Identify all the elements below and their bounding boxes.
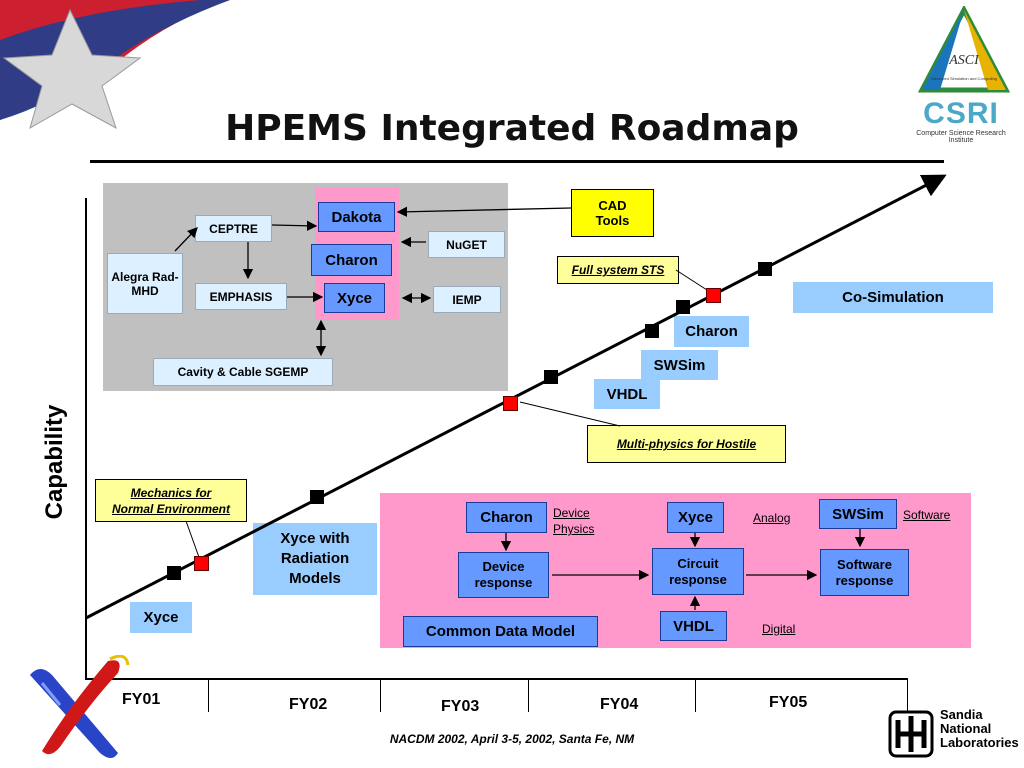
cad-tools-box: CAD Tools bbox=[571, 189, 654, 237]
fy-label: FY01 bbox=[122, 691, 161, 708]
iemp-box: IEMP bbox=[433, 286, 501, 313]
mechanics-text: Mechanics for Normal Environment bbox=[111, 485, 231, 516]
common-data-model-box: Common Data Model bbox=[403, 616, 598, 647]
year-divider bbox=[528, 680, 529, 712]
title-rule bbox=[90, 160, 944, 163]
year-divider bbox=[907, 680, 908, 712]
fy-label: FY04 bbox=[600, 696, 639, 713]
year-divider bbox=[380, 680, 381, 712]
full-system-callout: Full system STS bbox=[557, 256, 679, 284]
software-label: Software bbox=[903, 508, 951, 522]
milestone-marker bbox=[645, 324, 659, 338]
bp-charon-box: Charon bbox=[466, 502, 547, 533]
xyce-box: Xyce bbox=[324, 283, 385, 313]
milestone-marker-red bbox=[503, 396, 518, 411]
charon-box: Charon bbox=[311, 244, 392, 276]
mechanics-callout: Mechanics for Normal Environment bbox=[95, 479, 247, 522]
emphasis-box: EMPHASIS bbox=[195, 283, 287, 310]
y-axis-label: Capability bbox=[41, 404, 68, 520]
nuget-box: NuGET bbox=[428, 231, 505, 258]
milestone-marker-red bbox=[706, 288, 721, 303]
milestone-marker bbox=[167, 566, 181, 580]
device-response-box: Device response bbox=[458, 552, 549, 598]
co-simulation-box: Co-Simulation bbox=[793, 282, 993, 313]
multiphysics-callout: Multi-physics for Hostile bbox=[587, 425, 786, 463]
digital-label: Digital bbox=[762, 622, 796, 636]
milestone-marker bbox=[544, 370, 558, 384]
full-system-text: Full system STS bbox=[571, 263, 665, 277]
year-divider bbox=[695, 680, 696, 712]
x-logo bbox=[30, 655, 130, 758]
xyce-radiation-milestone: Xyce with Radiation Models bbox=[253, 523, 377, 595]
analog-label: Analog bbox=[753, 511, 791, 525]
alegra-box: Alegra Rad-MHD bbox=[107, 253, 183, 314]
circuit-response-box: Circuit response bbox=[652, 548, 744, 595]
multiphysics-text: Multi-physics for Hostile bbox=[616, 437, 757, 451]
dakota-box: Dakota bbox=[318, 202, 395, 232]
x-axis bbox=[85, 678, 908, 680]
milestone-marker bbox=[310, 490, 324, 504]
milestone-marker-red bbox=[194, 556, 209, 571]
csri-logo: CSRI Computer Science Research Institute bbox=[906, 97, 1016, 145]
footer-text: NACDM 2002, April 3-5, 2002, Santa Fe, N… bbox=[389, 732, 635, 746]
sandia-logo: Sandia National Laboratories bbox=[888, 707, 1019, 760]
swsim-milestone: SWSim bbox=[641, 350, 718, 380]
asci-logo-caption: Advanced Simulation and Computing bbox=[931, 76, 997, 81]
star-swoosh-logo bbox=[0, 0, 230, 130]
bp-swsim-box: SWSim bbox=[819, 499, 897, 529]
sandia-text: Sandia National Laboratories bbox=[940, 707, 1019, 750]
csri-caption: Computer Science Research Institute bbox=[916, 130, 1006, 144]
year-divider bbox=[208, 680, 209, 712]
milestone-marker bbox=[758, 262, 772, 276]
asci-logo: ASCI Advanced Simulation and Computing bbox=[918, 6, 1010, 93]
cavity-box: Cavity & Cable SGEMP bbox=[153, 358, 333, 386]
csri-logo-text: CSRI bbox=[923, 97, 999, 130]
software-response-box: Software response bbox=[820, 549, 909, 596]
y-axis bbox=[85, 198, 87, 680]
xyce-milestone: Xyce bbox=[130, 602, 192, 633]
charon-milestone: Charon bbox=[674, 316, 749, 347]
fy-label: FY05 bbox=[769, 694, 808, 711]
device-physics-label: Device Physics bbox=[553, 506, 595, 536]
asci-logo-text: ASCI bbox=[948, 53, 980, 68]
page-title: HPEMS Integrated Roadmap bbox=[225, 108, 799, 149]
fy-label: FY02 bbox=[289, 696, 328, 713]
vhdl-milestone: VHDL bbox=[594, 379, 660, 409]
milestone-marker bbox=[676, 300, 690, 314]
sandia-thunderbird-icon bbox=[888, 710, 934, 758]
ceptre-box: CEPTRE bbox=[195, 215, 272, 242]
bp-xyce-box: Xyce bbox=[667, 502, 724, 533]
fy-label: FY03 bbox=[441, 698, 480, 715]
bp-vhdl-box: VHDL bbox=[660, 611, 727, 641]
